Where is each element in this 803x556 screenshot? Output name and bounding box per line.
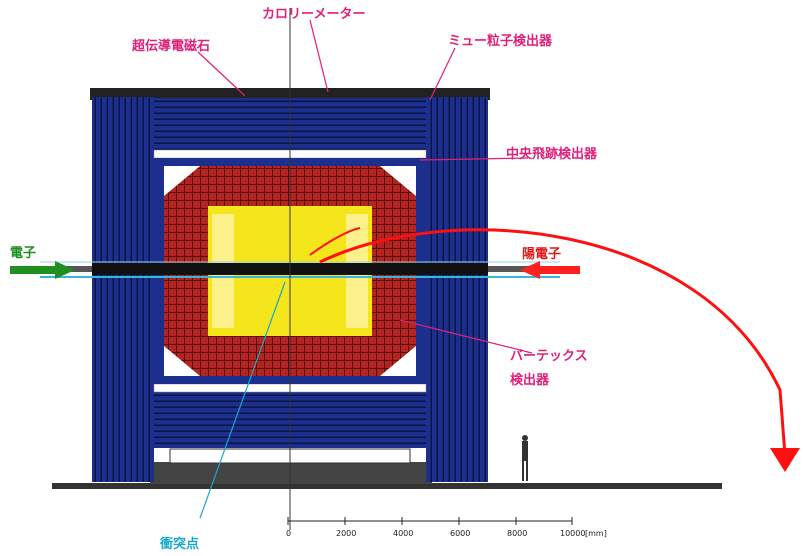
scale-bar: 0 2000 4000 6000 8000 10000 [mm] (286, 517, 607, 538)
positron-arrow (520, 261, 580, 279)
label-vertex-detector-line2: 検出器 (510, 372, 550, 388)
particle-trajectory (319, 228, 787, 456)
label-superconducting-magnet: 超伝導電磁石 (132, 38, 210, 54)
label-collision-point: 衝突点 (159, 536, 199, 552)
scale-tick-6000: 6000 (450, 529, 470, 538)
scale-tick-0: 0 (286, 529, 291, 538)
label-calorimeter: カロリーメーター (262, 7, 365, 22)
detector-base (150, 462, 432, 484)
scale-tick-8000: 8000 (507, 529, 527, 538)
label-electron: 電子 (10, 246, 36, 261)
scale-tick-4000: 4000 (393, 529, 413, 538)
person-scale-figure (522, 435, 528, 481)
scale-tick-10000: 10000 (560, 529, 585, 538)
muon-right-column (426, 97, 488, 482)
muon-left-column (92, 97, 154, 482)
scale-unit: [mm] (585, 529, 607, 538)
label-central-tracker: 中央飛跡検出器 (506, 146, 598, 162)
electron-arrow (10, 261, 75, 279)
label-muon-detector: ミュー粒子検出器 (448, 33, 553, 49)
label-vertex-detector: バーテックス (510, 349, 588, 364)
floor-line (52, 483, 722, 489)
scale-tick-2000: 2000 (336, 529, 356, 538)
label-positron: 陽電子 (522, 246, 561, 262)
